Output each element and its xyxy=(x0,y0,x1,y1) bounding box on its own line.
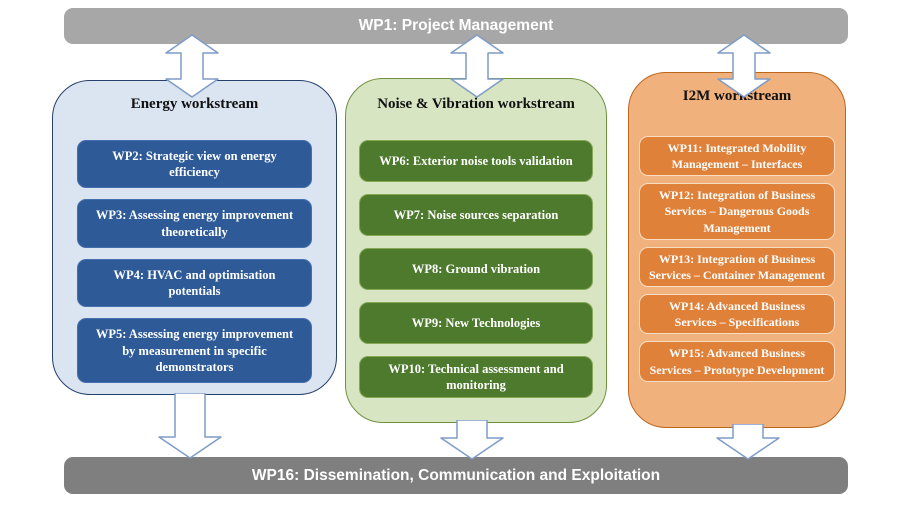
wp1-label: WP1: Project Management xyxy=(358,17,554,34)
box-wp5: WP5: Assessing energy improvement by mea… xyxy=(77,318,312,383)
down-arrow-icon xyxy=(440,420,504,460)
wp2-label: WP2: Strategic view on energy efficiency xyxy=(112,148,277,179)
wp16-bar: WP16: Dissemination, Communication and E… xyxy=(64,457,848,494)
wp14-label: WP14: Advanced Business Services – Speci… xyxy=(668,299,806,330)
box-wp11: WP11: Integrated Mobility Management – I… xyxy=(639,135,835,177)
box-wp9: WP9: New Technologies xyxy=(359,301,593,344)
box-wp14: WP14: Advanced Business Services – Speci… xyxy=(639,294,835,335)
noise-vibration-workstream-panel: Noise & Vibration workstream WP6: Exteri… xyxy=(345,78,607,423)
down-arrow-icon xyxy=(158,393,222,459)
box-wp3: WP3: Assessing energy improvement theore… xyxy=(77,199,312,248)
i2m-workstream-panel: I2M workstream WP11: Integrated Mobility… xyxy=(628,72,846,428)
energy-workstream-panel: Energy workstream WP2: Strategic view on… xyxy=(52,80,337,395)
box-wp12: WP12: Integration of Business Services –… xyxy=(639,183,835,240)
wp11-label: WP11: Integrated Mobility Management – I… xyxy=(667,140,807,171)
box-wp6: WP6: Exterior noise tools validation xyxy=(359,139,593,182)
i2m-workstream-title: I2M workstream xyxy=(682,88,792,104)
box-wp8: WP8: Ground vibration xyxy=(359,247,593,290)
down-arrow-icon xyxy=(716,424,780,460)
wp3-label: WP3: Assessing energy improvement theore… xyxy=(95,208,294,239)
box-wp2: WP2: Strategic view on energy efficiency xyxy=(77,139,312,189)
wp6-label: WP6: Exterior noise tools validation xyxy=(379,153,573,168)
noise-vibration-workstream-title: Noise & Vibration workstream xyxy=(377,96,575,112)
box-wp15: WP15: Advanced Business Services – Proto… xyxy=(639,341,835,382)
box-wp7: WP7: Noise sources separation xyxy=(359,193,593,236)
wp10-label: WP10: Technical assessment and monitorin… xyxy=(388,361,564,392)
box-wp13: WP13: Integration of Business Services –… xyxy=(639,246,835,288)
wp13-label: WP13: Integration of Business Services –… xyxy=(648,251,826,282)
wp7-label: WP7: Noise sources separation xyxy=(393,207,559,222)
double-arrow-icon xyxy=(165,34,219,98)
wp15-label: WP15: Advanced Business Services – Proto… xyxy=(649,346,825,377)
wp9-label: WP9: New Technologies xyxy=(411,315,541,330)
double-arrow-icon xyxy=(717,34,771,98)
double-arrow-icon xyxy=(450,34,504,98)
box-wp4: WP4: HVAC and optimisation potentials xyxy=(77,258,312,308)
wp5-label: WP5: Assessing energy improvement by mea… xyxy=(95,327,294,374)
wp16-label: WP16: Dissemination, Communication and E… xyxy=(251,466,661,484)
wp12-label: WP12: Integration of Business Services –… xyxy=(658,188,816,235)
wp8-label: WP8: Ground vibration xyxy=(411,261,541,276)
box-wp10: WP10: Technical assessment and monitorin… xyxy=(359,355,593,399)
energy-workstream-title: Energy workstream xyxy=(130,96,259,112)
wp4-label: WP4: HVAC and optimisation potentials xyxy=(113,267,276,298)
